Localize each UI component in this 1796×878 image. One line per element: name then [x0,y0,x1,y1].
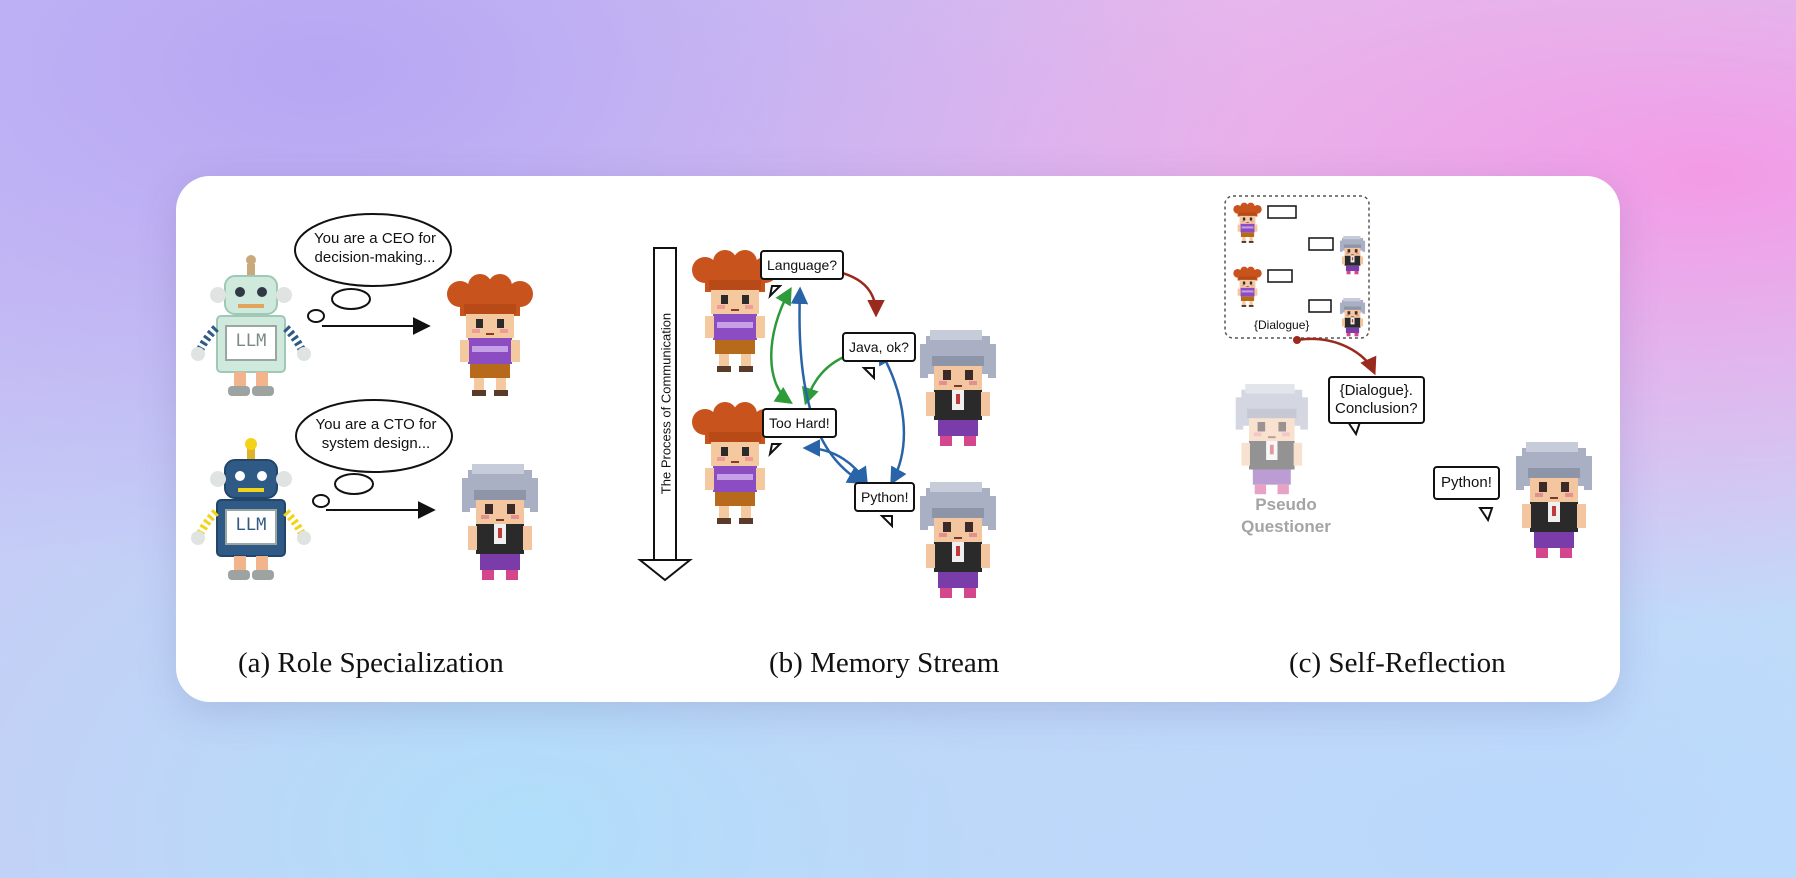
cto-thought-cloud [295,399,453,508]
bubble-python: Python! [854,482,916,512]
ceo-robot [191,255,311,396]
ceo-prompt-line: decision-making... [314,249,436,266]
caption-role-specialization: (a) Role Specialization [238,647,504,679]
bubble-dialogue-conclusion: {Dialogue}. Conclusion? [1328,376,1425,424]
dialogue-label: {Dialogue} [1252,318,1312,332]
bubble-tail [879,515,893,529]
memory-boy-bottom [920,482,996,598]
bubble-tail [768,443,783,458]
pseudo-questioner-label: Pseudo Questioner [1226,494,1346,538]
blue-memory-arrow [802,439,868,485]
pseudo-questioner-character [1235,384,1308,495]
bubble-tail [861,367,875,381]
bubble-tail [1478,507,1494,523]
caption-self-reflection: (c) Self-Reflection [1289,647,1506,679]
pseudo-line: Pseudo [1255,495,1317,514]
cto-prompt-line: system design... [321,435,431,452]
ceo-prompt-line: You are a CEO for [313,230,436,247]
figure-card: You are a CEO for decision-making... You… [176,176,1620,702]
answer-character [1516,442,1592,558]
cto-robot [191,438,311,580]
question-line: {Dialogue}. [1339,382,1413,399]
dialogue-thumbnails [1233,202,1366,337]
blue-memory-arrow [878,346,907,486]
bubble-too-hard: Too Hard! [762,408,837,438]
caption-memory-stream: (b) Memory Stream [769,647,1000,679]
ceo-prompt-text: You are a CEO for decision-making... [305,229,445,267]
reflection-arrow-origin [1293,336,1301,344]
memory-boy-top [920,330,996,446]
cto-robot-label: LLM [235,515,267,535]
cto-prompt-line: You are a CTO for [315,416,437,433]
bubble-tail [768,285,783,300]
bubble-java-ok: Java, ok? [842,332,916,362]
ceo-thought-cloud [294,213,452,323]
bubble-answer-python: Python! [1433,466,1500,500]
question-line: Conclusion? [1335,400,1418,417]
green-memory-arrow [770,286,793,404]
reflection-arrow [1296,337,1377,376]
cto-prompt-text: You are a CTO for system design... [306,415,446,453]
bubble-language: Language? [760,250,845,280]
ceo-character [447,274,533,396]
diagram-canvas [191,195,1592,598]
cto-character [462,464,538,580]
ceo-robot-label: LLM [235,331,267,351]
communication-process-arrow [637,247,693,582]
communication-axis-label: The Process of Communication [658,312,674,495]
pseudo-line: Questioner [1241,517,1331,536]
